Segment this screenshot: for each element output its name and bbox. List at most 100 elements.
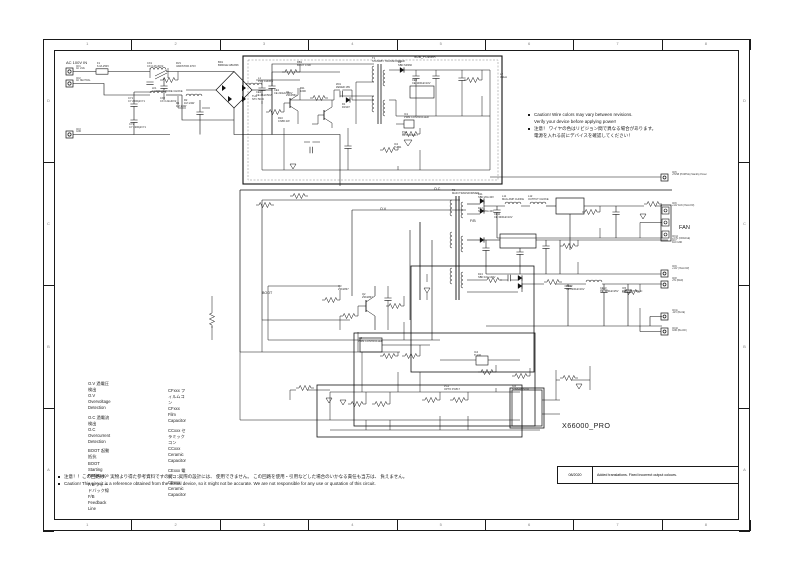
legend-entry-jp: CExxx 電解コン bbox=[168, 467, 186, 479]
component-value: 2SK2837 bbox=[338, 287, 349, 291]
legend-entry-en: F/B Feedback Line bbox=[88, 494, 107, 512]
component-value: FR107 bbox=[342, 105, 350, 109]
frame-column-divider bbox=[661, 520, 663, 531]
component-ref: TH1 bbox=[252, 95, 257, 98]
component-ref: CE3 bbox=[412, 79, 418, 82]
frame-column-divider bbox=[750, 39, 751, 50]
component-value: CE 2200uF/16V bbox=[566, 287, 585, 291]
frame-row-divider bbox=[739, 285, 750, 286]
connector-label: +5VSB (PURPLE) Standby Power bbox=[672, 174, 707, 177]
frame-row-divider bbox=[43, 162, 54, 163]
legend-entry-en: CCxxx Ceramic Capacitor bbox=[168, 446, 186, 464]
component-value: COMMON MODE CHOKE bbox=[152, 89, 183, 93]
frame-row-divider bbox=[43, 39, 54, 40]
caution-text-english: Caution! Wire colors may vary between re… bbox=[528, 112, 708, 125]
component-ref: PC2 bbox=[444, 385, 450, 388]
component-ref: BD1 bbox=[218, 61, 224, 64]
component-value: CE 3300uF/10V bbox=[494, 215, 513, 219]
component-value: ZENER 18V bbox=[336, 85, 351, 89]
frame-column-label: 7 bbox=[616, 41, 619, 46]
component-ref: T1 bbox=[372, 57, 376, 60]
component-ref: CY2 bbox=[129, 123, 135, 126]
sub-power-block-label: SUB_POWER bbox=[414, 55, 436, 59]
component-value: 1M 1/4W bbox=[184, 101, 195, 105]
legend-entry-en: CExxx Ceramic Capacitor bbox=[168, 479, 186, 497]
component-ref: ZD1 bbox=[336, 83, 341, 86]
net-label-oc: O.C bbox=[434, 187, 441, 191]
frame-row-divider bbox=[43, 408, 54, 409]
component-ref: R11 bbox=[300, 87, 305, 90]
component-ref: CX1 bbox=[147, 62, 153, 65]
component-value: PWM CONTROLLER bbox=[404, 115, 429, 119]
component-ref: L1 bbox=[258, 77, 261, 80]
connector-label: +12V FAN (YELLOW) bbox=[672, 205, 695, 208]
connector-designator: CN9+12V (YELLOW) bbox=[672, 266, 689, 271]
component-ref: Q1 bbox=[286, 91, 290, 94]
component-ref: L11 bbox=[502, 195, 507, 198]
component-ref: CE11 bbox=[494, 213, 501, 216]
frame-column-label: 4 bbox=[351, 522, 354, 527]
frame-column-divider bbox=[396, 39, 398, 50]
component-ref: L2 bbox=[500, 73, 503, 76]
connector-label: +3.3V (ORANGE) bbox=[672, 238, 691, 241]
component-ref: R2 bbox=[184, 99, 188, 102]
component-value: SBD 20A 40V bbox=[478, 195, 494, 199]
net-label-fb: F/B bbox=[470, 219, 476, 223]
frame-row-divider bbox=[739, 39, 750, 40]
connector-ref: CN1 bbox=[76, 66, 81, 68]
component-ref: D12 bbox=[478, 207, 483, 210]
revision-title-block: 08/2020 Added translations. Fixed incorr… bbox=[557, 466, 739, 484]
frame-column-divider bbox=[308, 520, 310, 531]
component-value: OUTPUT CHOKE bbox=[528, 197, 549, 201]
frame-column-divider bbox=[308, 39, 310, 50]
legend-entry-jp: O.V 過電圧検出 bbox=[88, 381, 109, 393]
frame-column-label: 5 bbox=[439, 41, 442, 46]
component-ref: IC3 bbox=[358, 337, 363, 340]
connector-label: AC LIVE bbox=[76, 68, 85, 71]
net-label-boot: BOOT bbox=[262, 291, 273, 295]
connector-ref: CN7 bbox=[672, 240, 677, 242]
component-ref: IC4 bbox=[474, 351, 479, 354]
legend-entry-en: CFxxx Film Capacitor bbox=[168, 406, 186, 424]
component-ref: CY1 bbox=[128, 97, 134, 100]
component-value: SBD 20A 40V bbox=[478, 209, 494, 213]
connector-ref: CN11 bbox=[672, 310, 678, 312]
component-ref: D11 bbox=[478, 193, 483, 196]
connector-label: GND (BLACK) bbox=[672, 330, 687, 333]
frame-column-label: 6 bbox=[527, 522, 531, 527]
frame-column-divider bbox=[661, 39, 663, 50]
frame-column-label: 2 bbox=[174, 522, 177, 527]
frame-column-divider bbox=[396, 520, 398, 531]
component-ref: PC1 bbox=[402, 131, 408, 134]
